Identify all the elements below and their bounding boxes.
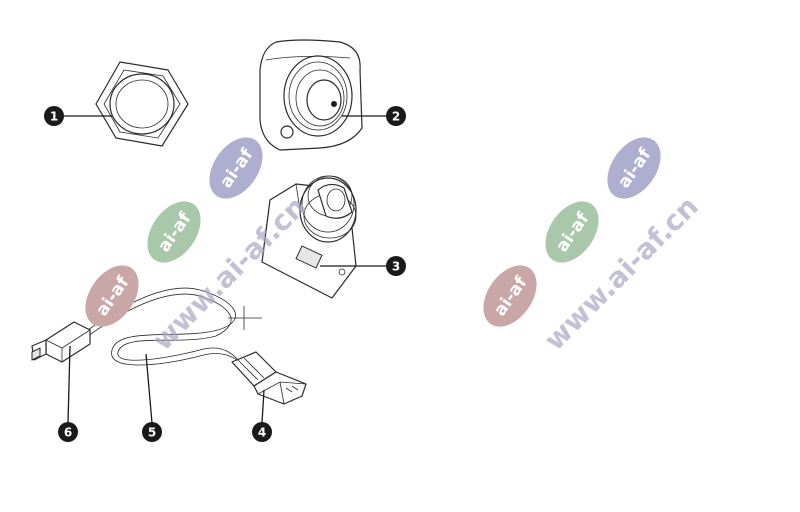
callout-4: 4	[252, 422, 272, 442]
callout-4-label: 4	[258, 426, 266, 440]
callout-3: 3	[386, 256, 406, 276]
callout-2-label: 2	[392, 110, 400, 124]
cable	[87, 287, 262, 367]
callout-1: 1	[44, 106, 64, 126]
watermark-badge-red	[483, 265, 537, 327]
callout-1-label: 1	[50, 110, 58, 124]
leader-lines	[63, 115, 386, 424]
watermark-badge-green	[545, 201, 599, 263]
watermark-left: ai-af ai-af ai-af www.ai-af.cn	[85, 137, 313, 357]
callout-5: 5	[142, 422, 162, 442]
camera-head-rear	[261, 175, 357, 299]
watermark-right: ai-af ai-af ai-af www.ai-af.cn	[483, 137, 705, 357]
watermark-badge-green	[147, 201, 201, 263]
callout-2: 2	[386, 106, 406, 126]
watermark-badge-purple	[209, 137, 263, 199]
callout-6-label: 6	[64, 426, 72, 440]
hex-nut	[95, 61, 189, 147]
callout-6: 6	[58, 422, 78, 442]
watermark-badge-purple	[607, 137, 661, 199]
camera-head-front	[259, 39, 363, 151]
callout-5-label: 5	[148, 426, 156, 440]
callout-3-label: 3	[392, 260, 400, 274]
rj45-connector	[231, 351, 307, 405]
watermark-badge-red	[85, 265, 139, 327]
micro-connector	[31, 321, 91, 363]
